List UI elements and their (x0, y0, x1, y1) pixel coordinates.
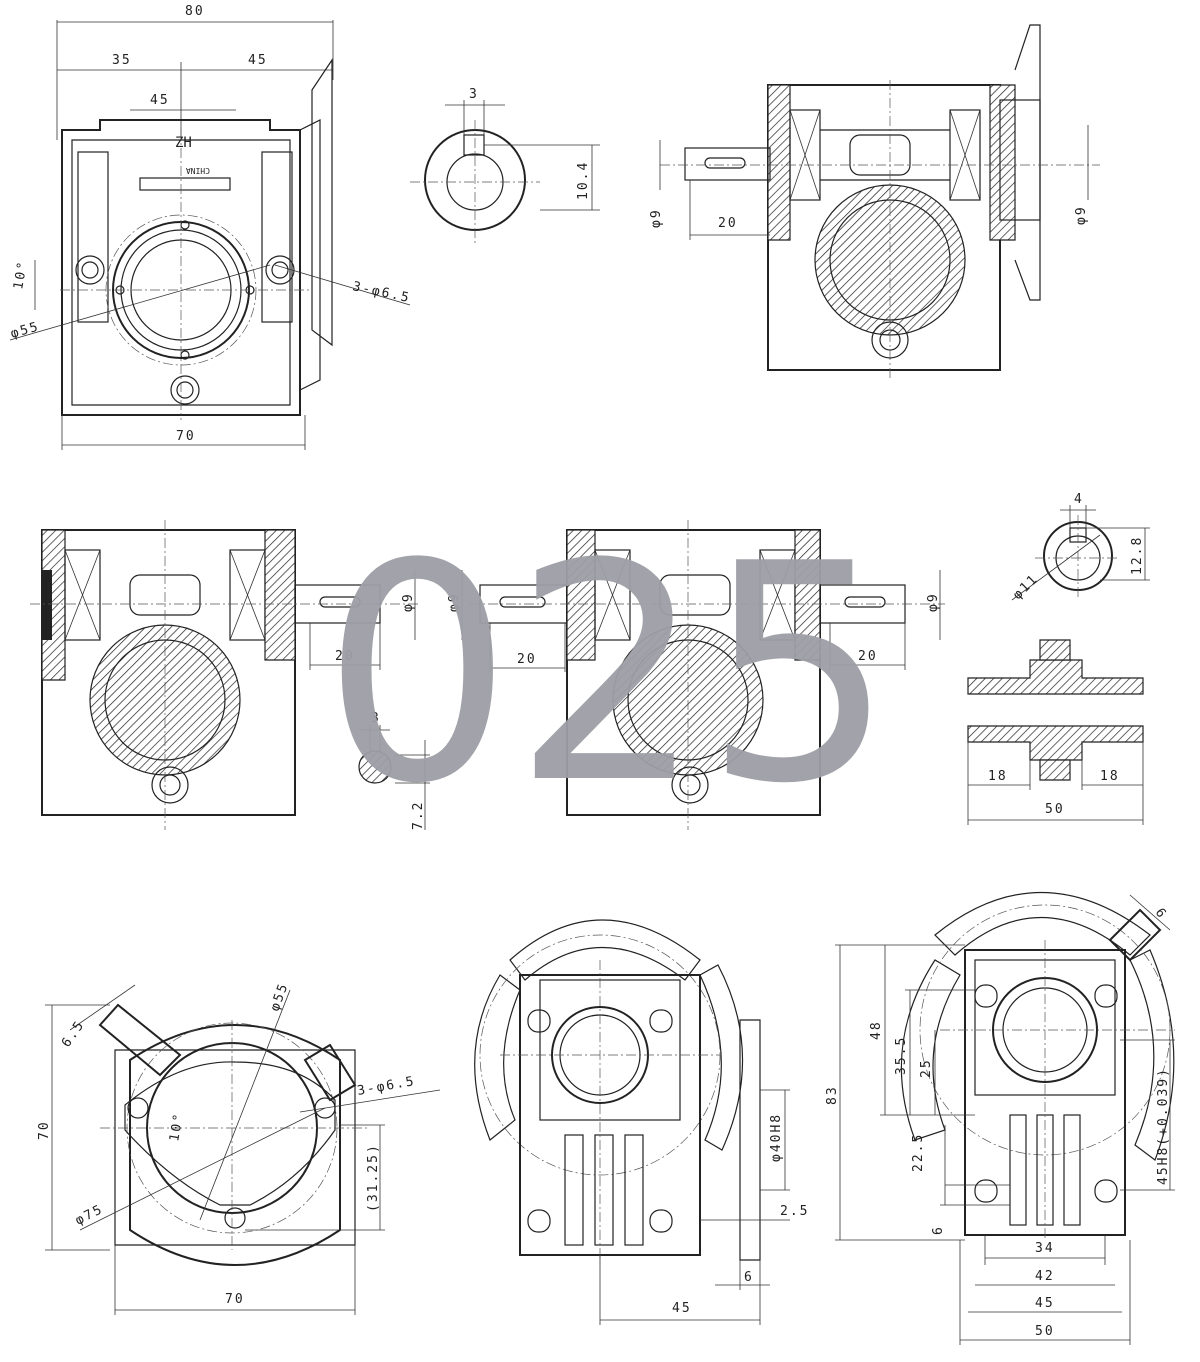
dim-48: 48 (869, 1020, 884, 1040)
dim-20-ml: 20 (335, 649, 355, 664)
front-view: 80 35 45 45 ZH CHINA φ55 3 (9, 4, 412, 450)
hollow-output-shaft: 18 18 50 (967, 639, 1144, 825)
section-view-middle-center: φ9 20 φ9 20 (447, 520, 945, 830)
dim-key-4: 4 (1074, 492, 1084, 507)
dim-phi55-flange: φ55 (268, 981, 292, 1014)
dim-6-bottom: 6 (931, 1225, 946, 1235)
output-bore-key-section: 3 10.4 (410, 87, 600, 245)
dim-83: 83 (825, 1085, 840, 1105)
dim-20-mr: 20 (858, 649, 878, 664)
dim-80: 80 (185, 4, 205, 19)
dim-45h8: 45H8(+0.039) (1156, 1067, 1171, 1185)
dim-key-12-8: 12.8 (1130, 536, 1145, 575)
dim-45-bottom: 45 (1035, 1296, 1055, 1311)
dim-phi9-mc: φ9 (447, 592, 462, 612)
dim-key-3b: 3 (371, 711, 381, 726)
dim-2-5: 2.5 (780, 1204, 809, 1219)
dim-31-25: (31.25) (366, 1143, 381, 1212)
dim-phi55: φ55 (9, 319, 41, 342)
dim-22-5: 22.5 (911, 1133, 926, 1172)
dim-phi9-ml: φ9 (401, 592, 416, 612)
dim-35: 35 (112, 53, 132, 68)
input-shaft-key-section: 3 7.2 (358, 711, 430, 830)
dim-phi11: φ11 (1010, 571, 1041, 602)
dim-34: 34 (1035, 1241, 1055, 1256)
dim-18-right: 18 (1100, 769, 1120, 784)
dim-45-side: 45 (672, 1301, 692, 1316)
dim-45-mid: 45 (150, 93, 170, 108)
dim-20-mc: 20 (517, 652, 537, 667)
dim-10deg: 10° (11, 259, 31, 291)
brand-mark: ZH (175, 135, 192, 151)
dim-phi75: φ75 (73, 1202, 106, 1229)
dim-35-5: 35.5 (894, 1036, 909, 1075)
dim-key-7-2: 7.2 (411, 801, 426, 830)
section-view-top-right: φ9 20 φ9 (649, 24, 1100, 380)
dim-70-left: 70 (37, 1120, 52, 1140)
side-view-bottom-middle: φ40H8 2.5 6 45 (474, 919, 809, 1325)
dim-50-bottom: 50 (1035, 1324, 1055, 1339)
dim-20-shaft: 20 (718, 216, 738, 231)
country-mark: CHINA (186, 166, 210, 175)
model-number: 025 (322, 500, 895, 849)
dim-6-side: 6 (744, 1270, 754, 1285)
dim-phi40h8: φ40H8 (769, 1113, 784, 1162)
dim-key-3: 3 (469, 87, 479, 102)
dim-3-phi6-5: 3-φ6.5 (351, 279, 412, 306)
dim-50-shaft: 50 (1045, 802, 1065, 817)
dim-42: 42 (1035, 1269, 1055, 1284)
dim-6-5: 6.5 (59, 1018, 88, 1051)
dim-70-bottom: 70 (225, 1292, 245, 1307)
dim-18-left: 18 (988, 769, 1008, 784)
flange-view: 70 6.5 φ55 φ75 3-φ6.5 10° (31.25) 70 (37, 981, 441, 1315)
dim-6-top: 6 (1152, 906, 1170, 923)
dim-key-10-4: 10.4 (576, 161, 591, 200)
hollow-shaft-key-section: 4 12.8 φ11 (1010, 492, 1150, 603)
dim-70-front: 70 (176, 429, 196, 444)
section-view-bottom-right: 6 83 48 35.5 25 22.5 6 45H8(+0.039) 34 4… (825, 891, 1175, 1345)
dim-phi9-shaft: φ9 (649, 208, 664, 228)
dim-25: 25 (919, 1058, 934, 1078)
dim-45-top: 45 (248, 53, 268, 68)
dim-phi9-mr: φ9 (926, 592, 941, 612)
dim-phi9-bore: φ9 (1074, 205, 1089, 225)
dim-10deg-flange: 10° (167, 1111, 187, 1143)
section-view-middle-left: φ9 20 (30, 520, 420, 830)
